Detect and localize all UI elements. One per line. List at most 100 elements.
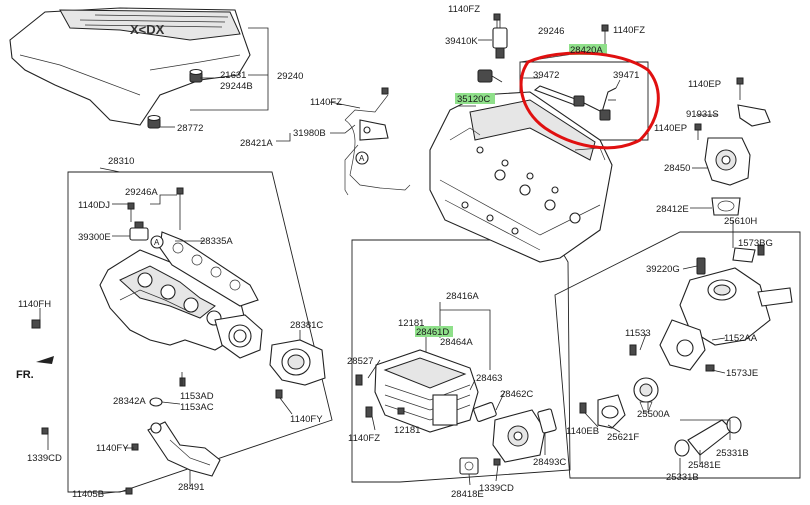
label-12181: 12181 bbox=[398, 318, 424, 329]
bolt-1140fy-throttle bbox=[275, 389, 283, 399]
label-39410k: 39410K bbox=[445, 36, 478, 47]
label-1140ep: 1140EP bbox=[654, 123, 687, 134]
label-1140fh: 1140FH bbox=[18, 299, 51, 310]
throttle-body bbox=[269, 339, 326, 386]
bolt-28527 bbox=[355, 374, 363, 386]
bolt-12181 bbox=[397, 407, 405, 415]
bolt-1140ep-b bbox=[694, 123, 702, 140]
label-28493c: 28493C bbox=[533, 457, 566, 468]
label-1140fy: 1140FY bbox=[96, 443, 129, 454]
label-29244b: 29244B bbox=[220, 81, 253, 92]
cover-grommet-upper bbox=[189, 68, 203, 83]
label-25621f: 25621F bbox=[607, 432, 639, 443]
cylinder-head bbox=[429, 91, 613, 263]
highlight-28461d bbox=[415, 326, 453, 337]
label-28381c: 28381C bbox=[290, 320, 323, 331]
wiring-harness bbox=[344, 94, 411, 196]
label-11533: 11533 bbox=[625, 328, 651, 339]
label-39472: 39472 bbox=[533, 70, 559, 81]
label-1573bg: 1573BG bbox=[738, 238, 773, 249]
bolt-1339cd-left bbox=[41, 427, 49, 435]
bolt-1140eb bbox=[579, 402, 587, 414]
egr-gasket-28418e bbox=[459, 457, 479, 475]
bolt-29246a bbox=[176, 187, 184, 230]
label-28461d: 28461D bbox=[416, 327, 449, 338]
bolt-1140fz-harness bbox=[381, 87, 389, 95]
label-28416a: 28416A bbox=[446, 291, 479, 302]
label-28342a: 28342A bbox=[113, 396, 146, 407]
label-25500a: 25500A bbox=[637, 409, 670, 420]
label-29240: 29240 bbox=[277, 71, 303, 82]
label-1140ep: 1140EP bbox=[688, 79, 721, 90]
label-1339cd: 1339CD bbox=[27, 453, 62, 464]
manifold-gasket bbox=[159, 231, 259, 307]
label-35120c: 35120C bbox=[457, 94, 490, 105]
label-25331b: 25331B bbox=[666, 472, 699, 483]
egr-actuator-gasket bbox=[711, 197, 741, 216]
label-25481e: 25481E bbox=[688, 460, 721, 471]
label-25331b: 25331B bbox=[716, 448, 749, 459]
label-1140fy: 1140FY bbox=[290, 414, 323, 425]
label-31980b: 31980B bbox=[293, 128, 326, 139]
bolt-1140ep-a bbox=[736, 77, 744, 100]
label-28335a: 28335A bbox=[200, 236, 233, 247]
label-91931s: 91931S bbox=[686, 109, 719, 120]
intake-pipe bbox=[147, 421, 221, 477]
label-1140dj: 1140DJ bbox=[78, 200, 110, 211]
label-28527: 28527 bbox=[347, 356, 373, 367]
reference-marker-lower: A bbox=[150, 235, 164, 249]
intake-manifold-group-box bbox=[67, 171, 333, 493]
label-1140fz: 1140FZ bbox=[310, 97, 342, 108]
label-1140fz: 1140FZ bbox=[348, 433, 380, 444]
bolt-1140fz-right bbox=[601, 24, 609, 45]
bolt-11405b bbox=[125, 487, 133, 495]
label-29246: 29246 bbox=[538, 26, 564, 37]
svg-text:FR.: FR. bbox=[16, 369, 34, 381]
glow-plug-connector bbox=[477, 69, 503, 83]
cover-brand-lettering: X<DX bbox=[130, 22, 165, 37]
label-28421a: 28421A bbox=[240, 138, 273, 149]
svg-text:A: A bbox=[154, 238, 160, 247]
temperature-sensor bbox=[696, 257, 706, 275]
label-39471: 39471 bbox=[613, 70, 639, 81]
bolt-1140fh bbox=[31, 319, 41, 329]
label-28463: 28463 bbox=[476, 373, 502, 384]
label-1152aa: 1152AA bbox=[724, 333, 758, 344]
bolt-1140fy bbox=[131, 443, 139, 451]
egr-gasket-28493c bbox=[537, 408, 557, 434]
intake-manifold bbox=[99, 249, 263, 359]
egr-cooler bbox=[374, 349, 479, 433]
label-25610h: 25610H bbox=[724, 216, 757, 227]
egr-gasket-28463 bbox=[473, 402, 497, 422]
svg-text:A: A bbox=[359, 154, 365, 163]
cover-grommet-lower bbox=[147, 114, 161, 129]
label-1339cd: 1339CD bbox=[479, 483, 514, 494]
label-28310: 28310 bbox=[108, 156, 134, 167]
label-39220g: 39220G bbox=[646, 264, 680, 275]
red-highlight-circle bbox=[519, 51, 660, 150]
label-39300e: 39300E bbox=[78, 232, 111, 243]
bolt-1153ad bbox=[179, 377, 186, 387]
label-28491: 28491 bbox=[178, 482, 204, 493]
label-1140fz: 1140FZ bbox=[448, 4, 480, 15]
reference-marker-upper: A bbox=[355, 151, 369, 165]
bolt-1140fz-egr bbox=[365, 406, 373, 418]
bolts bbox=[31, 13, 765, 495]
front-direction-marker: FR. bbox=[16, 356, 54, 381]
engine-cover: X<DX bbox=[9, 7, 251, 126]
bolt-11533 bbox=[629, 344, 637, 356]
egr-valve bbox=[492, 409, 546, 463]
front-arrow-icon bbox=[36, 356, 54, 364]
label-1573je: 1573JE bbox=[726, 368, 758, 379]
label-12181: 12181 bbox=[394, 425, 420, 436]
label-1153ad: 1153AD bbox=[180, 391, 214, 402]
thermostat bbox=[633, 377, 659, 413]
label-28450: 28450 bbox=[664, 163, 690, 174]
pressure-sensor bbox=[492, 20, 508, 59]
label-28418e: 28418E bbox=[451, 489, 484, 500]
thermostat-housing-group-box bbox=[554, 231, 801, 479]
thermostat-cover bbox=[597, 394, 626, 429]
fuel-return-hose-assembly bbox=[533, 79, 621, 121]
